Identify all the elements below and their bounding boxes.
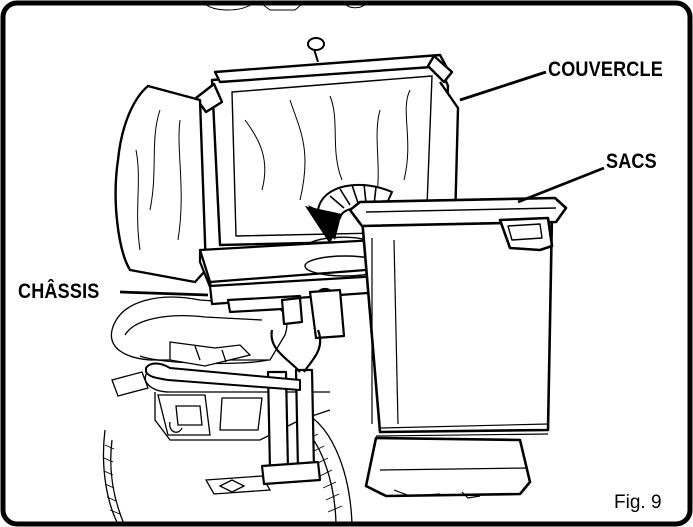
figure-caption: Fig. 9	[614, 492, 662, 513]
left-bag-folds	[135, 109, 182, 251]
chassis-leader	[119, 290, 209, 297]
bag-bin	[348, 196, 568, 498]
left-bag	[114, 84, 208, 284]
lid-fabric-folds	[244, 89, 411, 211]
hitch-uprights	[260, 329, 322, 486]
top-background-fragments	[204, 3, 367, 11]
bags-label: SACS	[606, 150, 657, 173]
chassis-label: CHÂSSIS	[18, 280, 100, 303]
support-arm	[145, 362, 301, 391]
lid-leader	[459, 70, 547, 102]
bag-bin-details	[371, 238, 549, 499]
tractor-body	[102, 296, 353, 525]
lid-label: COUVERCLE	[548, 58, 663, 81]
lid-knob	[307, 37, 325, 63]
leader-lines	[119, 70, 605, 297]
bags-leader	[517, 166, 605, 204]
